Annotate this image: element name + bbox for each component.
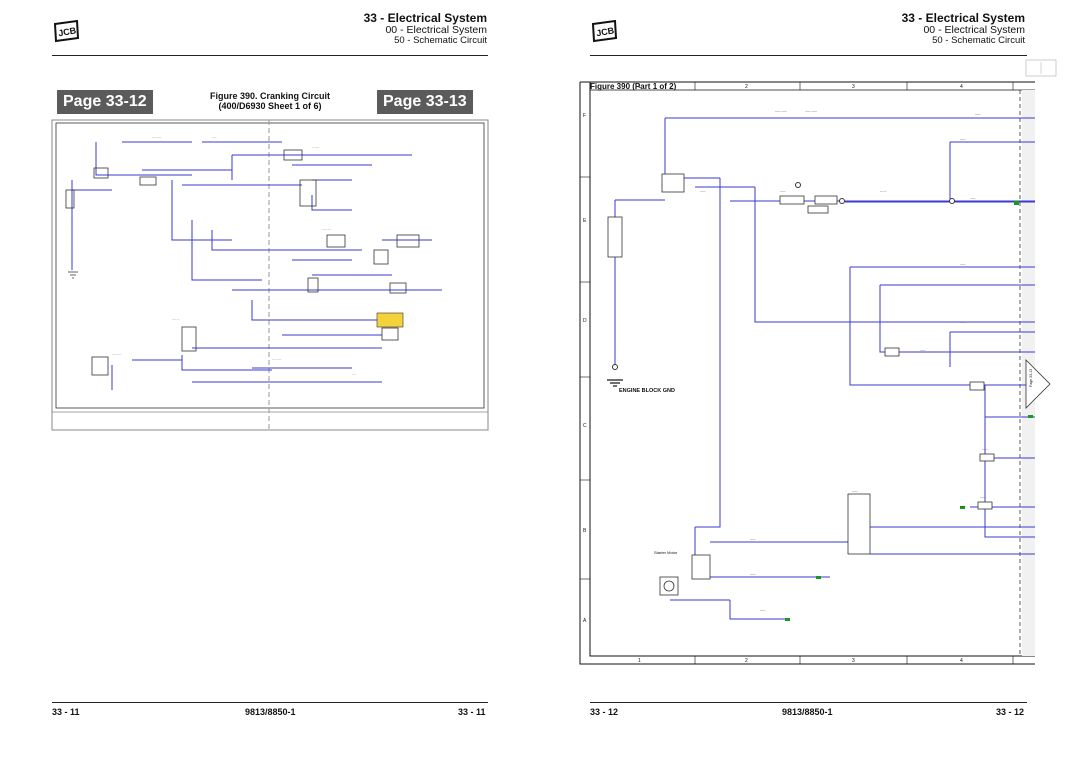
svg-text:——: —— [982,447,988,451]
svg-text:—— ——: —— —— [775,109,787,113]
right-page: JCB 33 - Electrical System 00 - Electric… [537,0,1074,758]
row-letters: F E D C B A [583,113,587,624]
svg-text:——: —— [980,495,986,499]
schematic-thumbnail[interactable]: —— ————— —— —— ———— ——— —— —— ———— [51,119,489,431]
header-subtitle: 00 - Electrical System [385,23,487,36]
header-subtitle: 00 - Electrical System [923,23,1025,36]
header-rule [52,55,488,56]
footer-rule [52,702,488,703]
svg-text:JCB: JCB [595,25,615,38]
svg-text:——: —— [960,262,966,266]
svg-text:——: —— [212,137,217,139]
page-header: 33 - Electrical System 00 - Electrical S… [902,12,1025,46]
svg-text:——: —— [975,112,981,116]
footer-left: 33 - 11 [52,707,80,717]
row-letter: A [583,618,587,624]
column-number-bottom: 2 [745,658,748,664]
svg-text:——: —— [352,374,357,376]
page-badge-right[interactable]: Page 33-13 [377,90,473,114]
svg-text:—— ——: —— —— [272,359,282,361]
svg-text:— —: — — [880,189,887,193]
row-letter: E [583,218,587,224]
footer-rule [590,702,1027,703]
continue-arrow-icon[interactable] [1025,359,1051,409]
jcb-logo-icon: JCB [53,19,80,43]
ground-label: ENGINE BLOCK GND [619,388,675,394]
footer-right: 33 - 11 [458,707,486,717]
figure-title-line2: (400/D6930 Sheet 1 of 6) [218,100,322,111]
svg-text:——: —— [960,320,966,324]
highlight-component [376,312,404,328]
figure-label: Figure 390 (Part 1 of 2) [590,82,677,91]
header-section: 50 - Schematic Circuit [394,34,487,46]
page-badge-left[interactable]: Page 33-12 [57,90,153,114]
column-numbers: 1 1 2 2 3 3 4 4 [638,84,963,664]
figure-title: Figure 390. Cranking Circuit (400/D6930 … [200,91,340,112]
jcb-logo-icon: JCB [591,19,618,43]
footer-center: 9813/8850-1 [782,707,833,717]
svg-text:—— ——: —— —— [805,109,817,113]
row-letter: B [583,528,587,534]
left-page: JCB 33 - Electrical System 00 - Electric… [0,0,538,758]
column-number-bottom: 3 [852,658,855,664]
svg-text:——: —— [760,608,766,612]
svg-text:——: —— [920,348,926,352]
svg-text:—— ——: —— —— [152,137,162,139]
svg-text:——: —— [700,189,706,193]
header-section: 50 - Schematic Circuit [932,34,1025,46]
column-number-bottom: 4 [960,658,963,664]
svg-text:——: —— [970,196,976,200]
figure-title-line1: Figure 390. Cranking Circuit [209,91,331,101]
svg-text:——: —— [960,137,966,141]
svg-text:——: —— [750,572,756,576]
header-rule [590,55,1027,56]
svg-text:——: —— [960,504,966,508]
column-number-top: 1 [638,84,641,90]
column-number-top: 3 [852,84,855,90]
cranking-schematic[interactable]: Figure 390 (Part 1 of 2) 1 1 2 2 3 3 4 4 F E D C B A [579,81,1051,666]
column-number-bottom: 1 [638,658,641,664]
page-header: 33 - Electrical System 00 - Electrical S… [364,12,487,46]
svg-text:——: —— [852,489,858,493]
svg-text:—— —: —— — [172,319,180,321]
svg-text:JCB: JCB [57,25,77,38]
header-title: 33 - Electrical System [363,11,487,25]
svg-text:——: —— [750,537,756,541]
column-number-top: 2 [745,84,748,90]
row-letter: C [583,423,587,429]
svg-text:——: —— [780,189,786,193]
ground-icon [607,379,623,387]
footer-right: 33 - 12 [996,707,1025,717]
svg-text:— ——: — —— [312,147,320,149]
continue-label: Page 33-13 [1029,369,1033,387]
svg-text:—— ——: —— —— [322,229,332,231]
footer-center: 9813/8850-1 [245,707,296,717]
row-letter: F [583,113,586,119]
header-title: 33 - Electrical System [901,11,1025,25]
column-number-top: 4 [960,84,963,90]
footer-left: 33 - 12 [590,707,619,717]
page-index-box [1025,59,1057,77]
starter-label: Starter Motor [654,550,678,555]
row-letter: D [583,318,587,324]
svg-text:—— ——: —— —— [112,354,122,356]
